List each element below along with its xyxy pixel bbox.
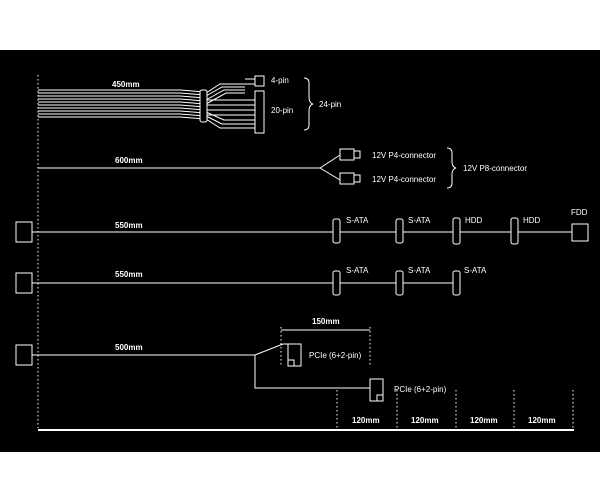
scale-label-2: 120mm xyxy=(411,416,439,425)
pcie-connector-2-tab xyxy=(376,394,384,402)
eps-p4-label-a: 12V P4-connector xyxy=(372,151,436,160)
sata2-length-label: 550mm xyxy=(115,270,143,279)
eps-p4-tab-a xyxy=(353,150,361,159)
sata1-fdd-connector xyxy=(571,223,589,242)
eps-p4-label-b: 12V P4-connector xyxy=(372,175,436,184)
sata1-connector-2 xyxy=(395,218,404,244)
sata1-connector-1 xyxy=(332,218,341,244)
sata1-label-5: FDD xyxy=(571,208,588,217)
sata2-psu-connector xyxy=(15,272,33,294)
atx-20pin-connector xyxy=(254,90,265,134)
sata2-label-3: S-ATA xyxy=(464,266,487,275)
scale-label-3: 120mm xyxy=(470,416,498,425)
sata1-hdd-connector-2 xyxy=(510,217,519,245)
eps-p8-label: 12V P8-connector xyxy=(463,164,527,173)
sata1-label-1: S-ATA xyxy=(346,216,369,225)
pcie-split-label: 150mm xyxy=(312,317,340,326)
pcie-cable: 500mm 150mm PCIe (6+2-pin) PCIe (6+2-pin… xyxy=(15,317,447,402)
eps-wire xyxy=(38,154,341,181)
sata-cable: 550mm S-ATA S-ATA S-ATA xyxy=(15,266,487,296)
sata1-psu-connector xyxy=(15,221,33,243)
eps-brace xyxy=(446,147,457,189)
atx-4pin-connector xyxy=(254,75,265,87)
sata2-connector-3 xyxy=(452,270,461,296)
sata1-label-3: HDD xyxy=(465,216,483,225)
atx-wire-bundle xyxy=(38,78,255,129)
pcie-wire xyxy=(38,343,370,389)
eps-p4-connector-b xyxy=(339,172,355,185)
eps-length-label: 600mm xyxy=(115,156,143,165)
pcie-label-1: PCIe (6+2-pin) xyxy=(309,351,362,360)
sata2-connector-2 xyxy=(395,270,404,296)
scale-label-4: 120mm xyxy=(528,416,556,425)
sata-hdd-cable: 550mm S-ATA S-ATA HDD HDD FDD xyxy=(15,208,589,245)
pcie-psu-connector xyxy=(15,344,33,366)
pcie-label-2: PCIe (6+2-pin) xyxy=(394,385,447,394)
atx-4pin-label: 4-pin xyxy=(271,76,289,85)
atx-ferrite xyxy=(199,89,208,123)
eps-p4-connector-a xyxy=(339,148,355,161)
sata2-label-1: S-ATA xyxy=(346,266,369,275)
atx-brace xyxy=(303,77,314,131)
atx-24pin-label: 24-pin xyxy=(319,100,341,109)
atx-20pin-label: 20-pin xyxy=(271,106,293,115)
scale-label-1: 120mm xyxy=(352,416,380,425)
diagram-background xyxy=(0,50,600,452)
sata1-label-4: HDD xyxy=(523,216,541,225)
sata1-label-2: S-ATA xyxy=(408,216,431,225)
sata1-hdd-connector-1 xyxy=(452,217,461,245)
sata1-length-label: 550mm xyxy=(115,221,143,230)
sata2-connector-1 xyxy=(332,270,341,296)
atx-cable: 450mm 4-pin 20-pin 24-pin xyxy=(38,75,341,134)
eps-p4-tab-b xyxy=(353,174,361,183)
pcie-connector-1-tab xyxy=(287,359,295,367)
atx-length-label: 450mm xyxy=(112,80,140,89)
length-scale: 120mm 120mm 120mm 120mm xyxy=(38,390,574,431)
sata2-label-2: S-ATA xyxy=(408,266,431,275)
pcie-length-label: 500mm xyxy=(115,343,143,352)
eps-cable: 600mm 12V P4-connector 12V P4-connector … xyxy=(38,147,527,189)
